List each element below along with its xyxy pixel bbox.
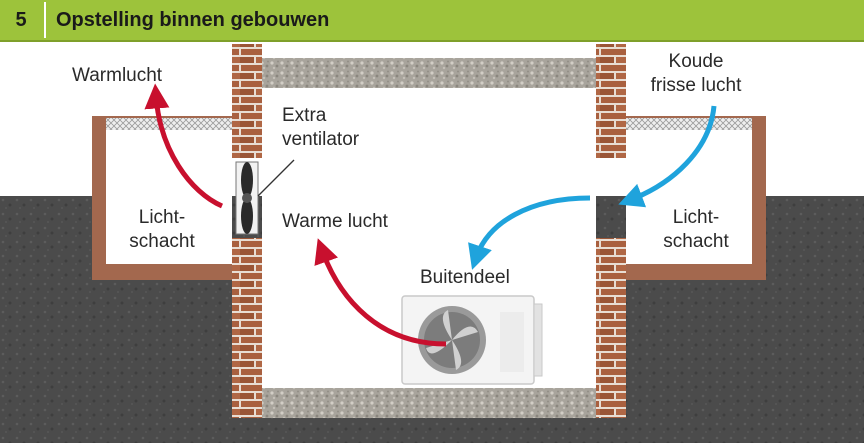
right-shaft-grate [626,118,752,130]
right-wall-upper [596,44,626,158]
label-fan-line1: Extra [282,105,327,126]
left-shaft-grate [106,118,232,130]
warm-air-rise-arrow [314,238,447,347]
label-shaft-left-line1: Licht- [138,207,186,228]
figure-title: Opstelling binnen gebouwen [56,9,330,31]
warm-air-exhaust-arrow [144,83,224,209]
cold-air-intake-arrow [618,105,717,208]
label-warm-air: Warme lucht [282,211,388,232]
right-shaft-interior [626,130,752,264]
label-shaft-right-line2: schacht [663,231,729,252]
cold-air-flow-arrow [468,195,591,270]
left-wall-lower [232,238,262,418]
label-cold-line2: frisse lucht [650,75,742,96]
outdoor-unit-icon [401,295,543,385]
fan-leader-line [257,159,295,197]
label-shaft-right-line1: Licht- [672,207,720,228]
label-outdoor-unit: Buitendeel [420,267,510,288]
header-bar: 5 Opstelling binnen gebouwen [0,0,864,42]
label-shaft-left-line2: schacht [129,231,195,252]
fan-icon [235,161,259,235]
label-warm-air-out: Warmlucht [72,65,163,86]
figure-number: 5 [15,8,27,31]
header-separator [44,2,46,38]
label-fan-line2: ventilator [282,129,360,150]
left-wall-upper [232,44,262,158]
ceiling-slab [262,58,596,88]
label-cold-line1: Koude [668,51,724,72]
right-wall-lower [596,238,626,418]
floor-slab [262,388,596,418]
